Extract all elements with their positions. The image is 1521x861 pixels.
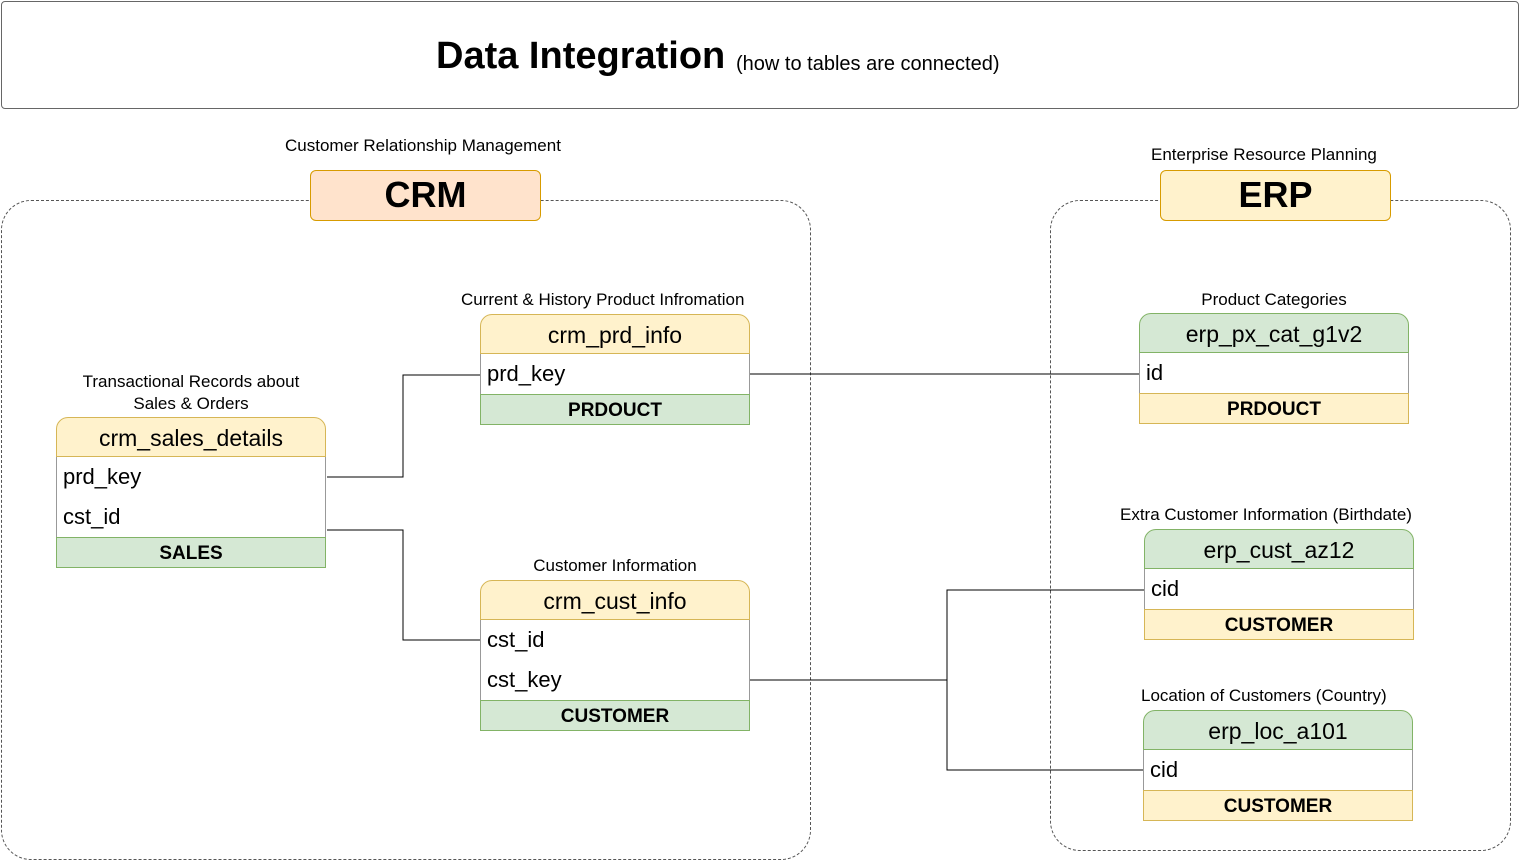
table-erp-loc-a101[interactable]: erp_loc_a101 cid CUSTOMER: [1143, 710, 1413, 821]
title-box: Data Integration (how to tables are conn…: [1, 1, 1519, 109]
page-title: Data Integration: [436, 35, 726, 77]
entity-label: SALES: [56, 537, 326, 568]
field-cst-id[interactable]: cst_id: [63, 504, 121, 529]
sales-details-caption-line2: Sales & Orders: [133, 394, 249, 413]
table-fields: cst_id cst_key: [480, 620, 750, 700]
table-name: erp_loc_a101: [1143, 710, 1413, 750]
table-erp-cust-az12[interactable]: erp_cust_az12 cid CUSTOMER: [1144, 529, 1414, 640]
table-fields: cid: [1143, 750, 1413, 790]
entity-label: CUSTOMER: [1144, 609, 1414, 640]
cust-az12-caption: Extra Customer Information (Birthdate): [1120, 505, 1412, 524]
table-name: erp_px_cat_g1v2: [1139, 313, 1409, 353]
table-fields: id: [1139, 353, 1409, 393]
erp-caption: Enterprise Resource Planning: [1151, 145, 1377, 164]
table-erp-px-cat-g1v2[interactable]: erp_px_cat_g1v2 id PRDOUCT: [1139, 313, 1409, 424]
connector-sales-to-prd: [327, 374, 481, 478]
table-crm-cust-info[interactable]: crm_cust_info cst_id cst_key CUSTOMER: [480, 580, 750, 731]
entity-label: PRDOUCT: [480, 394, 750, 425]
page-subtitle: (how to tables are connected): [736, 53, 1000, 75]
connector-sales-to-cust: [327, 529, 481, 641]
table-name: crm_prd_info: [480, 314, 750, 354]
field-cst-key[interactable]: cst_key: [487, 667, 562, 692]
field-id[interactable]: id: [1146, 360, 1164, 385]
entity-label: CUSTOMER: [480, 700, 750, 731]
crm-caption: Customer Relationship Management: [285, 136, 561, 155]
table-name: crm_cust_info: [480, 580, 750, 620]
cust-info-caption: Customer Information: [533, 556, 697, 575]
sales-details-caption: Transactional Records about Sales & Orde…: [56, 371, 326, 415]
erp-badge[interactable]: ERP: [1160, 170, 1391, 221]
field-prd-key[interactable]: prd_key: [487, 361, 566, 386]
table-fields: prd_key cst_id: [56, 457, 326, 537]
table-crm-prd-info[interactable]: crm_prd_info prd_key PRDOUCT: [480, 314, 750, 425]
field-cid[interactable]: cid: [1151, 576, 1180, 601]
entity-label: PRDOUCT: [1139, 393, 1409, 424]
field-prd-key[interactable]: prd_key: [63, 464, 142, 489]
field-cst-id[interactable]: cst_id: [487, 627, 545, 652]
connector-cust-to-az12: [750, 589, 1145, 681]
connector-cust-to-loc: [946, 680, 1144, 771]
table-name: erp_cust_az12: [1144, 529, 1414, 569]
crm-badge[interactable]: CRM: [310, 170, 541, 221]
table-fields: cid: [1144, 569, 1414, 609]
table-name: crm_sales_details: [56, 417, 326, 457]
table-crm-sales-details[interactable]: crm_sales_details prd_key cst_id SALES: [56, 417, 326, 568]
field-cid[interactable]: cid: [1150, 757, 1179, 782]
prd-info-caption: Current & History Product Infromation: [461, 290, 745, 309]
table-fields: prd_key: [480, 354, 750, 394]
entity-label: CUSTOMER: [1143, 790, 1413, 821]
sales-details-caption-line1: Transactional Records about: [82, 372, 300, 391]
px-cat-caption: Product Categories: [1201, 290, 1347, 309]
loc-a101-caption: Location of Customers (Country): [1141, 686, 1387, 705]
